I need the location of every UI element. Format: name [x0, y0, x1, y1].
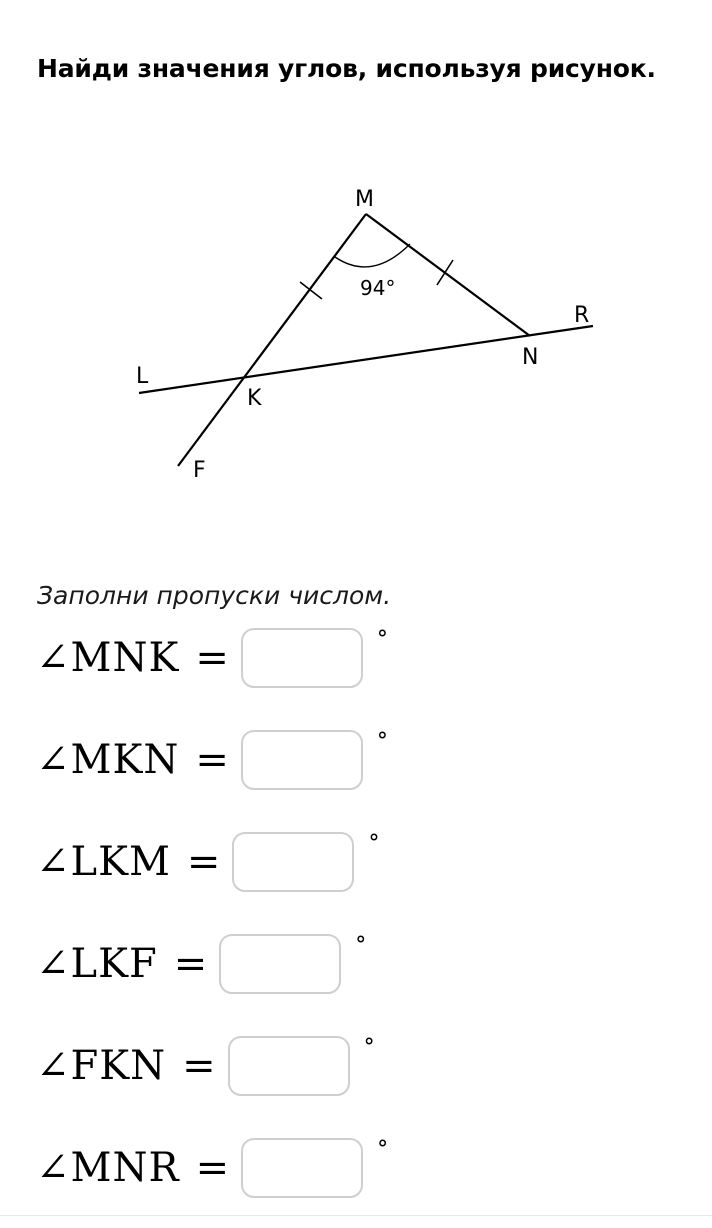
equals-sign: = [195, 737, 229, 783]
equals-sign: = [186, 839, 221, 885]
equals-sign: = [182, 1043, 216, 1089]
angle-label: ∠LKM [36, 839, 171, 885]
point-label-m: M [355, 187, 374, 212]
answer-input-mnr[interactable] [241, 1138, 364, 1198]
answer-input-mnk[interactable] [240, 628, 363, 688]
degree-sign: ° [363, 1035, 375, 1060]
equation-row-fkn: ∠FKN = ° [36, 1033, 375, 1099]
task-title: Найди значения углов, используя рисунок. [37, 54, 656, 83]
angle-arc-m [334, 243, 411, 268]
degree-sign: ° [368, 831, 380, 856]
point-label-r: R [574, 303, 589, 328]
geometry-figure: 94° M N K L R F [136, 187, 594, 483]
degree-sign: ° [377, 1137, 389, 1162]
given-angle-label: 94° [360, 276, 395, 300]
tick-mn [436, 259, 454, 286]
answer-input-mkn[interactable] [240, 730, 363, 790]
angle-label: ∠MKN [36, 737, 180, 783]
angle-label: ∠MNK [36, 635, 180, 681]
equals-sign: = [173, 941, 208, 987]
line-lr [138, 324, 594, 395]
equation-row-mnk: ∠MNK = ° [36, 625, 388, 691]
instruction-text: Заполни пропуски числом. [37, 581, 392, 610]
line-fm [177, 213, 367, 467]
answer-input-lkf[interactable] [219, 934, 342, 994]
equals-sign: = [195, 1145, 230, 1191]
equals-sign: = [195, 635, 229, 681]
angle-label: ∠FKN [36, 1043, 167, 1089]
segment-mn [365, 213, 531, 337]
degree-sign: ° [355, 933, 367, 958]
equation-row-lkf: ∠LKF = ° [36, 931, 366, 997]
answer-input-fkn[interactable] [227, 1036, 350, 1096]
equation-row-mnr: ∠MNR = ° [36, 1135, 388, 1201]
point-label-k: K [247, 386, 262, 411]
equation-row-lkm: ∠LKM = ° [36, 829, 379, 895]
degree-sign: ° [376, 627, 388, 652]
degree-sign: ° [376, 729, 388, 754]
angle-label: ∠MNR [36, 1145, 180, 1191]
angle-label: ∠LKF [36, 941, 158, 987]
answer-input-lkm[interactable] [232, 832, 355, 892]
tick-mk [299, 281, 323, 300]
equation-row-mkn: ∠MKN = ° [36, 727, 388, 793]
point-label-l: L [136, 364, 149, 389]
point-label-f: F [193, 458, 206, 483]
point-label-n: N [522, 345, 538, 370]
bottom-divider [0, 1215, 712, 1216]
